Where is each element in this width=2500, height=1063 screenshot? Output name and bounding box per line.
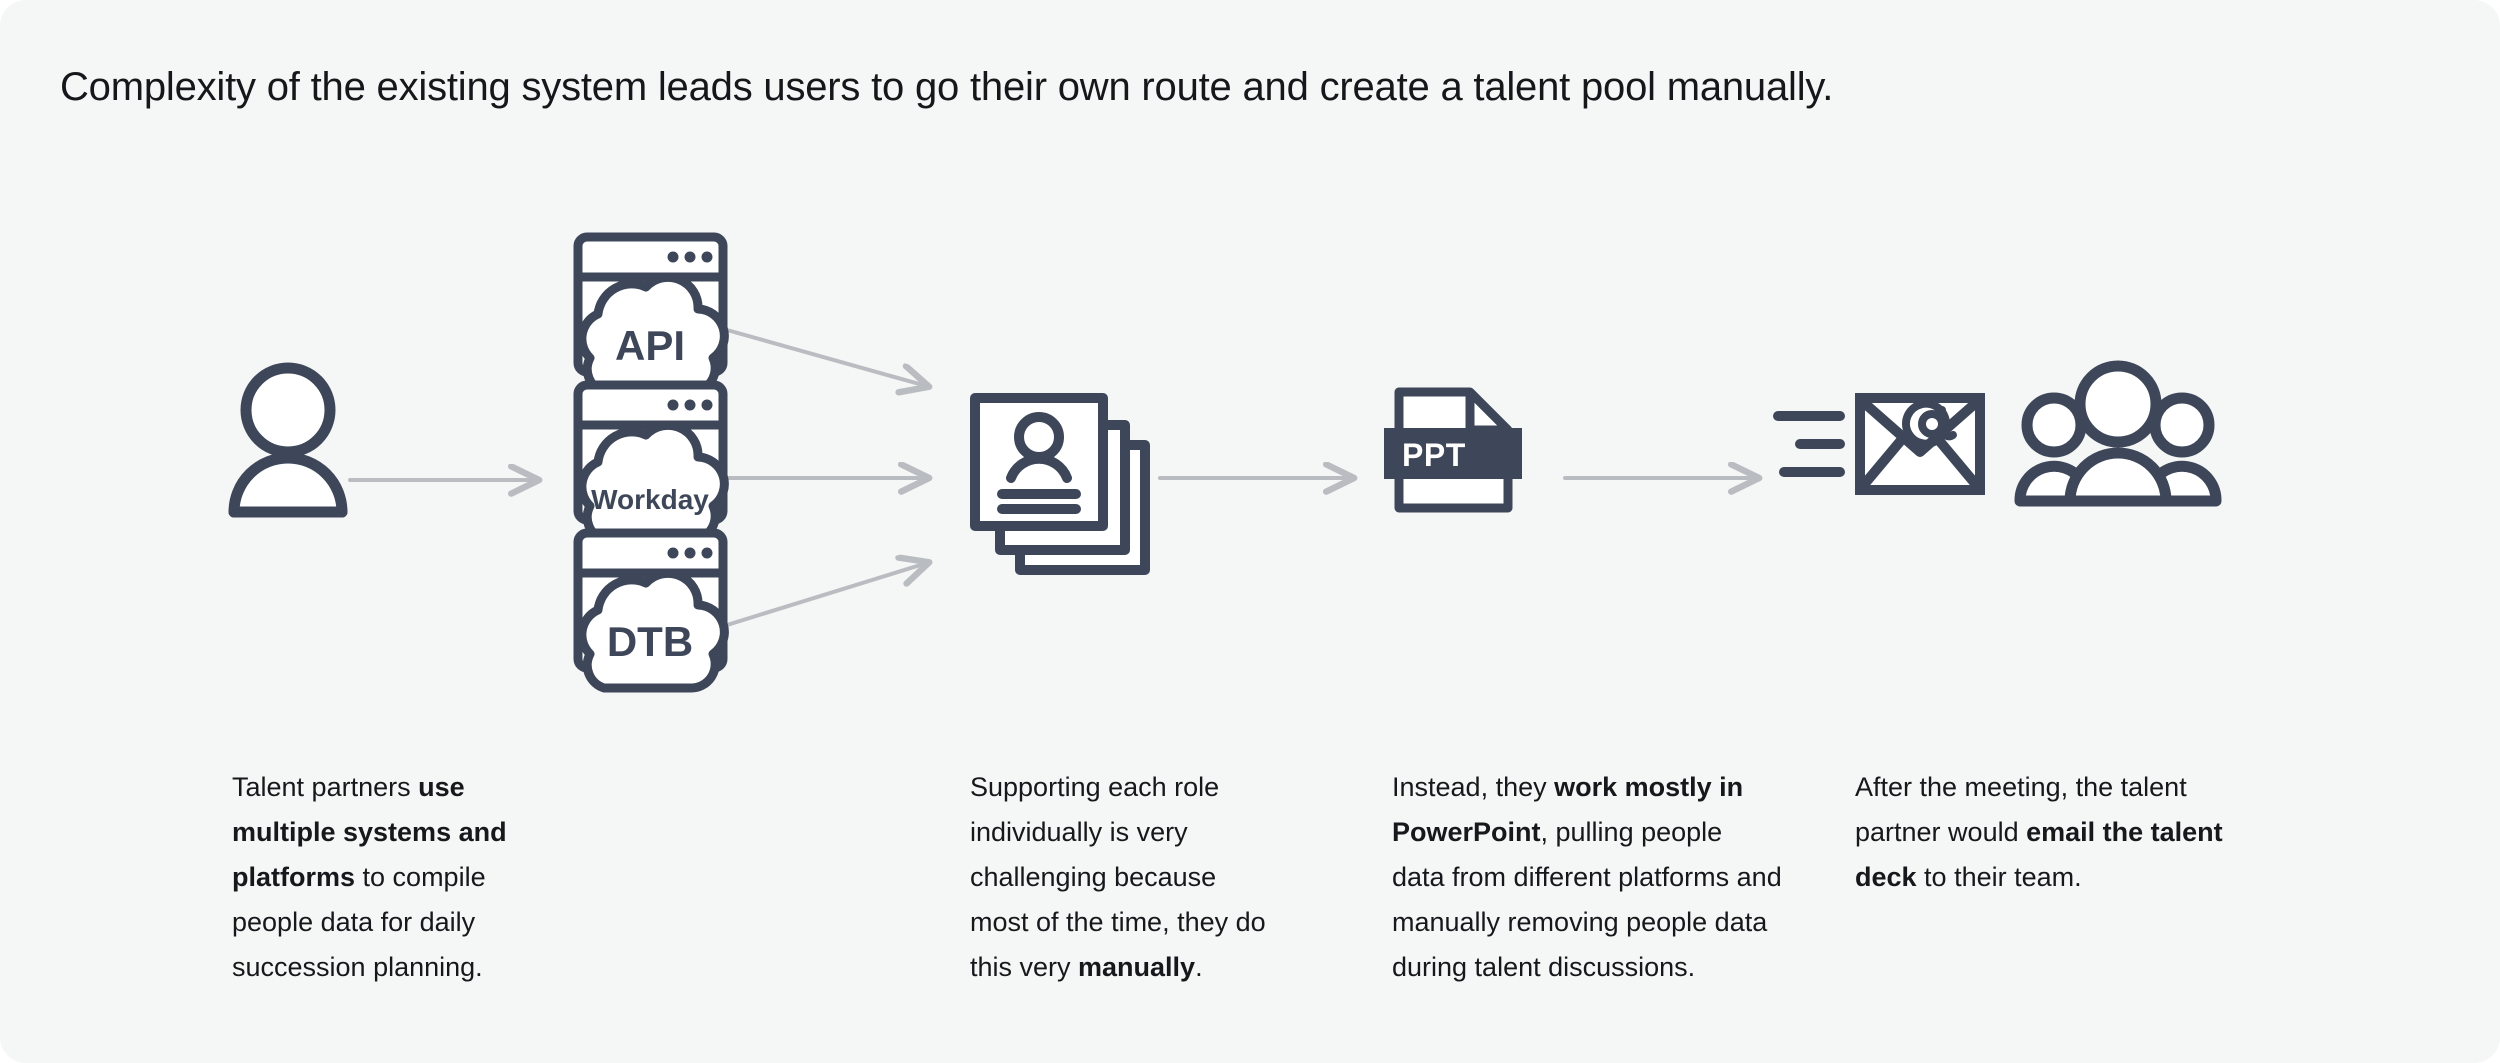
caption-run-1: use multiple systems and platforms [232,772,507,892]
browser-dots [667,547,713,559]
browser-frame [573,232,728,377]
caption-run-2: to their team. [1916,862,2082,892]
person-right-head [2149,392,2215,458]
caption-run-0: Talent partners [232,772,419,802]
caption-talent-partners: Talent partners use multiple systems and… [232,765,562,990]
envelope-side-creases [1857,433,1983,492]
browser-cloud-icon-dtb: DTB [573,528,729,693]
cloud-label: DTB [607,618,693,665]
browser-dots [667,399,713,411]
page-title: Complexity of the existing system leads … [60,65,1834,109]
browser-cloud-icon-workday: Workday [573,380,729,545]
caption-run-1: email the talent deck [1855,817,2223,892]
arrow-group [348,328,1760,627]
file-folded-corner [1465,392,1508,435]
cloud-shape [577,420,729,545]
card-avatar-head [1014,412,1064,462]
cloud-shape [577,568,729,693]
envelope-flap [1858,397,1982,457]
email-speed-lines [1773,411,1845,477]
card-avatar-shoulders [1006,453,1072,483]
person-right-body [2148,460,2222,507]
caption-supporting-roles: Supporting each role individually is ver… [970,765,1270,990]
caption-email-deck: After the meeting, the talent partner wo… [1855,765,2255,900]
ppt-file-icon: PPT [1384,387,1522,513]
ppt-badge [1384,428,1522,479]
card-back-2 [1015,440,1150,575]
caption-run-1: manually [1078,952,1196,982]
caption-run-0: After the meeting, the talent partner wo… [1855,772,2187,847]
cloud-label: API [615,322,685,369]
people-group-icon [2014,360,2222,507]
card-back-1 [995,420,1130,555]
person-center-head [2074,360,2162,448]
person-left-body [2014,460,2088,507]
caption-run-2: . [1195,952,1203,982]
cloud-label: Workday [591,484,709,515]
single-person-icon [230,362,346,518]
caption-run-2: to compile people data for daily success… [232,862,486,982]
single-person-body-shape [228,452,348,518]
caption-run-0: Instead, they [1392,772,1555,802]
envelope-body [1855,393,1985,495]
ppt-badge-label: PPT [1402,437,1466,473]
browser-dots [667,251,713,263]
person-left-head [2021,392,2087,458]
arrow-dtb-to-profiles [725,562,930,627]
browser-frame [573,380,728,525]
caption-run-0: Supporting each role individually is ver… [970,772,1266,982]
caption-run-2: , pulling people data from different pla… [1392,817,1782,982]
person-center-body [2064,447,2172,507]
file-body [1394,387,1513,513]
at-sign-icon [1902,399,1957,448]
profile-card-stack-icon [970,393,1150,575]
caption-powerpoint: Instead, they work mostly in PowerPoint,… [1392,765,1782,990]
email-envelope-icon [1773,393,1985,495]
browser-cloud-icon-api: API [573,232,729,397]
cloud-shape [577,272,729,397]
card-front [970,393,1108,531]
arrow-api-to-profiles [725,328,930,387]
caption-run-1: work mostly in PowerPoint [1392,772,1744,847]
browser-frame [573,528,728,673]
